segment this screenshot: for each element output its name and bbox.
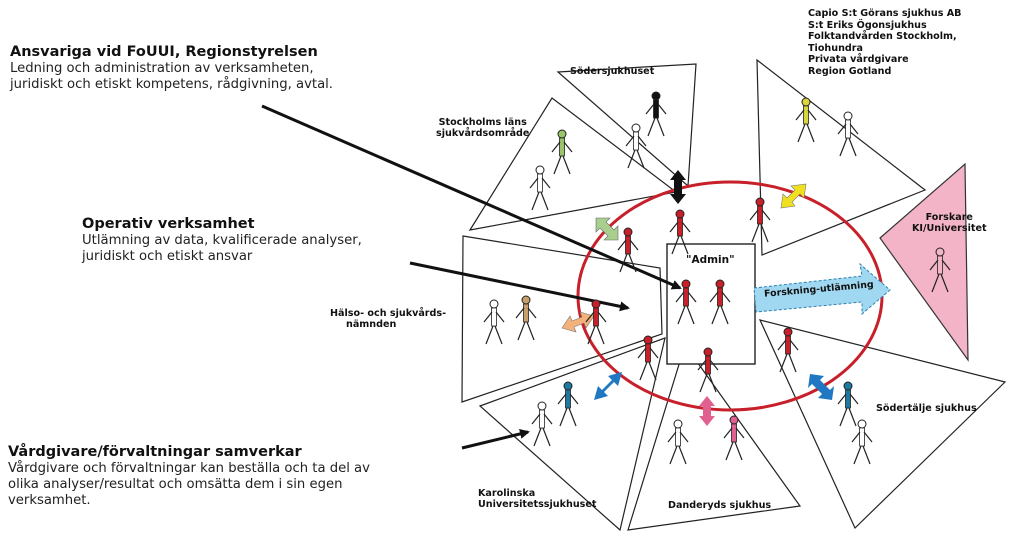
label-stockholms-lans-2: sjukvårdsområde: [436, 128, 530, 139]
research-box-label: Forskare KI/Universitet: [912, 212, 987, 234]
private-line-1: Capio S:t Görans sjukhus AB: [808, 8, 962, 19]
segment-halso-sjukvard: [461, 235, 663, 403]
arrow-pink: [699, 396, 715, 426]
segment-karolinska: [478, 337, 666, 532]
arrow-green: [595, 217, 619, 241]
double-arrows: [561, 170, 834, 426]
stick-figure: [795, 97, 817, 143]
stick-figure: [777, 327, 799, 373]
note-governance-line-1: Ledning och administration av verksamhet…: [10, 61, 314, 76]
note-providers-line-2: olika analyser/resultat och omsätta dem …: [8, 477, 343, 492]
stick-figure: [667, 419, 689, 465]
stick-figure: [723, 415, 745, 461]
note-operations-line-2: juridiskt och etiskt ansvar: [82, 249, 253, 264]
note-providers-line-1: Vårdgivare och förvaltningar kan beställ…: [8, 461, 370, 476]
stick-figure: [669, 209, 691, 255]
stick-figure: [637, 335, 659, 381]
private-line-3: Folktandvården Stockholm,: [808, 31, 957, 43]
private-line-6: Region Gotland: [808, 65, 892, 77]
label-danderyd: Danderyds sjukhus: [668, 500, 772, 511]
admin-box: [666, 243, 756, 365]
stick-figure: [625, 123, 647, 169]
stick-figures: [483, 91, 951, 465]
stick-figure: [617, 227, 639, 273]
stick-figure: [515, 295, 537, 341]
note-operations: Operativ verksamhet Utlämning av data, k…: [82, 216, 482, 265]
note-operations-line-1: Utlämning av data, kvalificerade analyse…: [82, 233, 362, 248]
label-stockholms-lans: Stockholms läns sjukvårdsområde: [436, 117, 529, 139]
stick-figure: [697, 347, 719, 393]
stick-figure: [837, 381, 859, 427]
stick-figure: [675, 279, 697, 325]
stick-figure: [749, 197, 771, 243]
arrow-black: [670, 170, 686, 204]
note-governance: Ansvariga vid FoUUI, Regionstyrelsen Led…: [10, 44, 430, 93]
stick-figure: [529, 165, 551, 211]
stick-figure: [585, 299, 607, 345]
label-private-group: Capio S:t Görans sjukhus AB S:t Eriks Ög…: [808, 8, 961, 78]
stick-figure: [483, 299, 505, 345]
note-providers: Vårdgivare/förvaltningar samverkar Vårdg…: [8, 444, 468, 509]
label-karolinska: Karolinska Universitetssjukhuset: [478, 488, 596, 510]
note-governance-line-2: juridiskt och etiskt kompetens, rådgivni…: [10, 77, 334, 92]
admin-label: "Admin": [686, 254, 735, 266]
segment-sodertalje: [758, 319, 1007, 530]
pointer-operations: [409, 261, 630, 312]
research-arrow: [753, 262, 891, 316]
stick-figure: [709, 279, 731, 325]
arrow-yellow: [780, 183, 807, 209]
label-halso-sjukvard-2: nämnden: [346, 319, 397, 330]
private-line-5: Privata vårdgivare: [808, 54, 909, 66]
label-sodersjukhuset: Södersjukhuset: [570, 66, 655, 77]
label-sodertalje: Södertälje sjukhus: [876, 403, 977, 414]
research-box-label-1: Forskare: [925, 212, 973, 223]
label-stockholms-lans-1: Stockholms läns: [438, 117, 527, 128]
stick-figure: [837, 111, 859, 157]
research-triangle: [879, 162, 969, 362]
stick-figure: [557, 381, 579, 427]
pointer-governance: [261, 104, 682, 290]
stick-figure: [551, 129, 573, 175]
note-governance-heading: Ansvariga vid FoUUI, Regionstyrelsen: [10, 44, 318, 60]
label-karolinska-1: Karolinska: [478, 488, 536, 499]
segment-sodersjukhuset: [556, 63, 697, 188]
segment-danderyd: [627, 343, 802, 531]
note-operations-heading: Operativ verksamhet: [82, 216, 255, 232]
label-halso-sjukvard: Hälso- och sjukvårds- nämnden: [330, 308, 446, 330]
arrow-blue-left: [594, 372, 622, 400]
arrow-blue-right: [808, 374, 834, 400]
private-line-4: Tiohundra: [808, 42, 863, 54]
stick-figure: [645, 91, 667, 137]
segment-stockholms-lans: [468, 97, 678, 231]
stick-figure: [531, 401, 553, 447]
stick-figure: [929, 247, 951, 293]
pointer-providers: [461, 429, 530, 450]
segment-private-group: [756, 58, 927, 256]
label-halso-sjukvard-1: Hälso- och sjukvårds-: [330, 308, 447, 319]
research-box-label-2: KI/Universitet: [912, 223, 987, 234]
note-providers-heading: Vårdgivare/förvaltningar samverkar: [8, 444, 302, 460]
note-providers-line-3: verksamhet.: [8, 493, 91, 508]
label-karolinska-2: Universitetssjukhuset: [478, 499, 597, 510]
private-line-2: S:t Eriks Ögonsjukhus: [808, 19, 927, 31]
stick-figure: [851, 419, 873, 465]
